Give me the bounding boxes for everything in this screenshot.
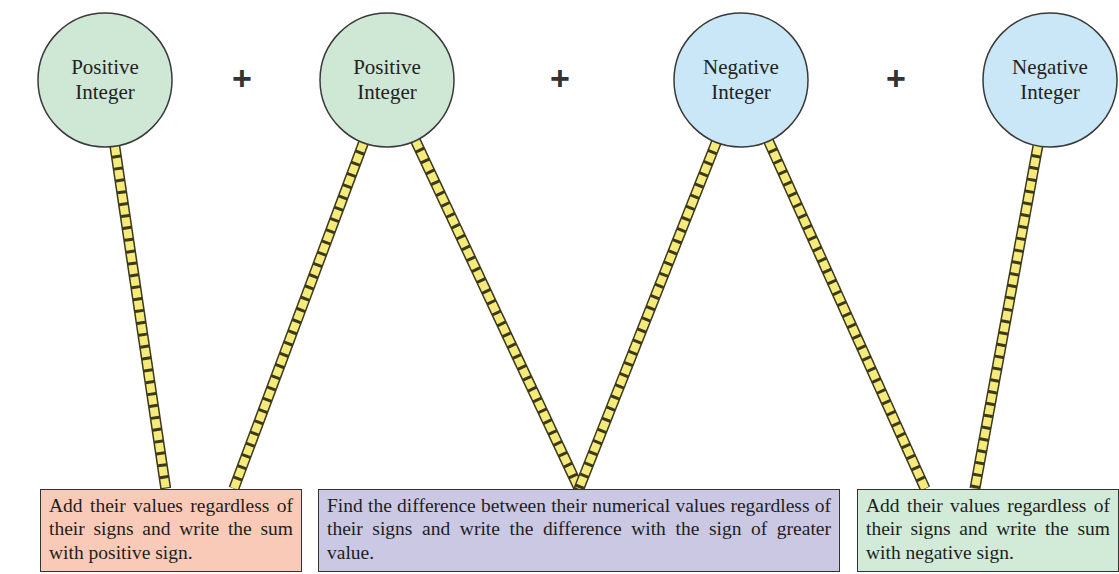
integer-circle: Positive Integer: [37, 12, 173, 148]
rope-beads: [234, 143, 364, 489]
rope-beads: [975, 146, 1038, 489]
circle-shape: [674, 13, 808, 147]
rope-connector: [769, 141, 926, 489]
circle-shape: [983, 13, 1117, 147]
circle-shape: [320, 13, 454, 147]
rope-outline: [115, 146, 166, 488]
rule-box: Add their values regardless of their sig…: [857, 489, 1119, 572]
rope-connector: [975, 146, 1038, 489]
rope-connector: [115, 146, 166, 488]
integer-circle: Positive Integer: [319, 12, 455, 148]
rule-text: Add their values regardless of their sig…: [866, 494, 1110, 565]
plus-sign: +: [232, 61, 252, 95]
circle-shape: [38, 13, 172, 147]
rope-outline: [769, 141, 926, 489]
rope-beads: [579, 142, 716, 488]
rope-outline: [975, 146, 1038, 489]
rule-box: Find the difference between their numeri…: [318, 489, 840, 572]
rope-outline: [579, 142, 716, 488]
rope-connector: [234, 143, 364, 489]
rope-connector: [415, 141, 579, 489]
integer-circle: Negative Integer: [673, 12, 809, 148]
rule-box: Add their values regardless of their sig…: [40, 489, 302, 572]
rope-connector: [579, 142, 716, 488]
integer-circle: Negative Integer: [982, 12, 1118, 148]
circle-label: Negative Integer: [685, 55, 797, 105]
rope-outline: [234, 143, 364, 489]
rule-text: Add their values regardless of their sig…: [49, 494, 293, 565]
plus-sign: +: [550, 61, 570, 95]
circle-label: Positive Integer: [49, 55, 161, 105]
rope-outline: [415, 141, 579, 489]
rope-beads: [115, 146, 166, 488]
rope-beads: [769, 141, 926, 489]
rope-beads: [415, 141, 579, 489]
rule-text: Find the difference between their numeri…: [327, 494, 831, 565]
plus-sign: +: [886, 61, 906, 95]
circle-label: Negative Integer: [994, 55, 1106, 105]
circle-label: Positive Integer: [331, 55, 443, 105]
